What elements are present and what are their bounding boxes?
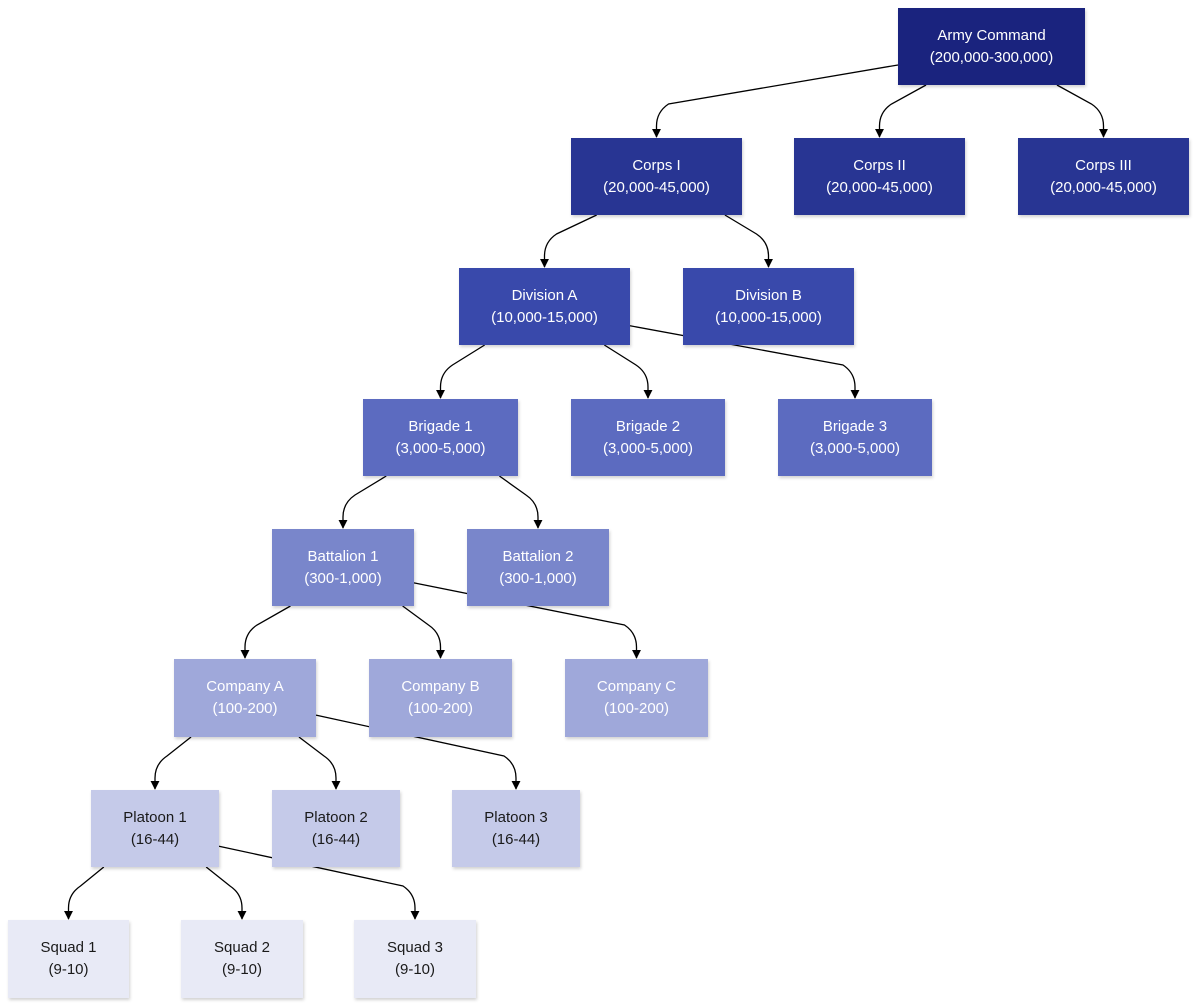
node-label: Squad 3	[387, 939, 443, 956]
node-brig3: Brigade 3 (3,000-5,000)	[778, 399, 932, 476]
node-label: Battalion 2	[502, 547, 574, 565]
node-label: Platoon 1	[123, 808, 187, 826]
node-label: Brigade 1	[408, 417, 473, 435]
node-label: Company A	[206, 678, 284, 695]
node-bat1: Battalion 1 (300-1,000)	[272, 529, 414, 606]
node-label: Corps I	[632, 156, 681, 174]
node-label: Squad 2	[214, 939, 270, 956]
node-size: (9-10)	[394, 961, 435, 978]
node-size: (300-1,000)	[499, 569, 577, 587]
node-coB: Company B (100-200)	[369, 659, 512, 737]
node-corps3: Corps III (20,000-45,000)	[1018, 138, 1189, 215]
node-size: (3,000-5,000)	[809, 439, 901, 457]
node-size: (10,000-15,000)	[491, 308, 598, 326]
node-size: (20,000-45,000)	[1050, 178, 1157, 196]
connector-army-to-corps1	[651, 64, 899, 138]
connector-divA-to-brig1	[435, 344, 485, 399]
node-size: (16-44)	[130, 830, 180, 848]
node-coA: Company A (100-200)	[174, 659, 316, 737]
connector-bat1-to-coA	[240, 605, 291, 659]
node-label: Brigade 2	[615, 417, 681, 435]
connector-army-to-corps3	[1056, 84, 1109, 138]
node-label: Platoon 2	[304, 808, 368, 826]
connector-plt1-to-sq1	[63, 866, 105, 920]
node-brig2: Brigade 2 (3,000-5,000)	[571, 399, 725, 476]
node-label: Squad 1	[40, 939, 97, 956]
node-size: (300-1,000)	[304, 569, 382, 587]
node-size: (100-200)	[212, 700, 278, 717]
node-corps2: Corps II (20,000-45,000)	[794, 138, 965, 215]
node-sq1: Squad 1 (9-10)	[8, 920, 129, 998]
node-bat2: Battalion 2 (300-1,000)	[467, 529, 609, 606]
node-plt3: Platoon 3 (16-44)	[452, 790, 580, 867]
connector-bat1-to-coB	[402, 605, 446, 659]
node-size: (200,000-300,000)	[929, 48, 1054, 66]
node-size: (20,000-45,000)	[826, 178, 933, 196]
node-divA: Division A (10,000-15,000)	[459, 268, 630, 345]
node-divB: Division B (10,000-15,000)	[683, 268, 854, 345]
connector-brig1-to-bat1	[338, 475, 387, 529]
node-label: Battalion 1	[307, 547, 379, 565]
node-size: (16-44)	[311, 830, 361, 848]
node-size: (10,000-15,000)	[715, 308, 822, 326]
node-label: Corps II	[853, 156, 906, 174]
node-army: Army Command (200,000-300,000)	[898, 8, 1085, 85]
connector-coA-to-plt2	[298, 736, 341, 790]
node-size: (100-200)	[603, 700, 670, 717]
node-size: (20,000-45,000)	[603, 178, 710, 196]
node-sq3: Squad 3 (9-10)	[354, 920, 476, 998]
node-corps1: Corps I (20,000-45,000)	[571, 138, 742, 215]
node-size: (9-10)	[221, 961, 262, 978]
node-size: (9-10)	[48, 961, 89, 978]
connector-divA-to-brig2	[604, 344, 653, 399]
node-brig1: Brigade 1 (3,000-5,000)	[363, 399, 518, 476]
connector-coA-to-plt1	[150, 736, 192, 790]
connector-plt1-to-sq2	[205, 866, 247, 920]
node-size: (3,000-5,000)	[395, 439, 486, 457]
node-label: Division B	[735, 286, 802, 304]
node-size: (3,000-5,000)	[602, 439, 694, 457]
node-plt2: Platoon 2 (16-44)	[272, 790, 400, 867]
node-label: Corps III	[1075, 156, 1132, 174]
node-size: (16-44)	[491, 830, 541, 848]
connector-brig1-to-bat2	[499, 475, 543, 529]
node-label: Brigade 3	[822, 417, 888, 435]
node-plt1: Platoon 1 (16-44)	[91, 790, 219, 867]
connector-army-to-corps2	[874, 84, 927, 138]
node-sq2: Squad 2 (9-10)	[181, 920, 303, 998]
node-size: (100-200)	[407, 700, 474, 717]
connector-corps1-to-divB	[724, 214, 774, 268]
node-label: Company C	[596, 678, 677, 695]
connector-corps1-to-divA	[539, 214, 597, 268]
node-label: Platoon 3	[484, 808, 548, 826]
node-label: Army Command	[937, 26, 1046, 44]
node-label: Division A	[511, 286, 578, 304]
node-coC: Company C (100-200)	[565, 659, 708, 737]
node-label: Company B	[401, 678, 480, 695]
